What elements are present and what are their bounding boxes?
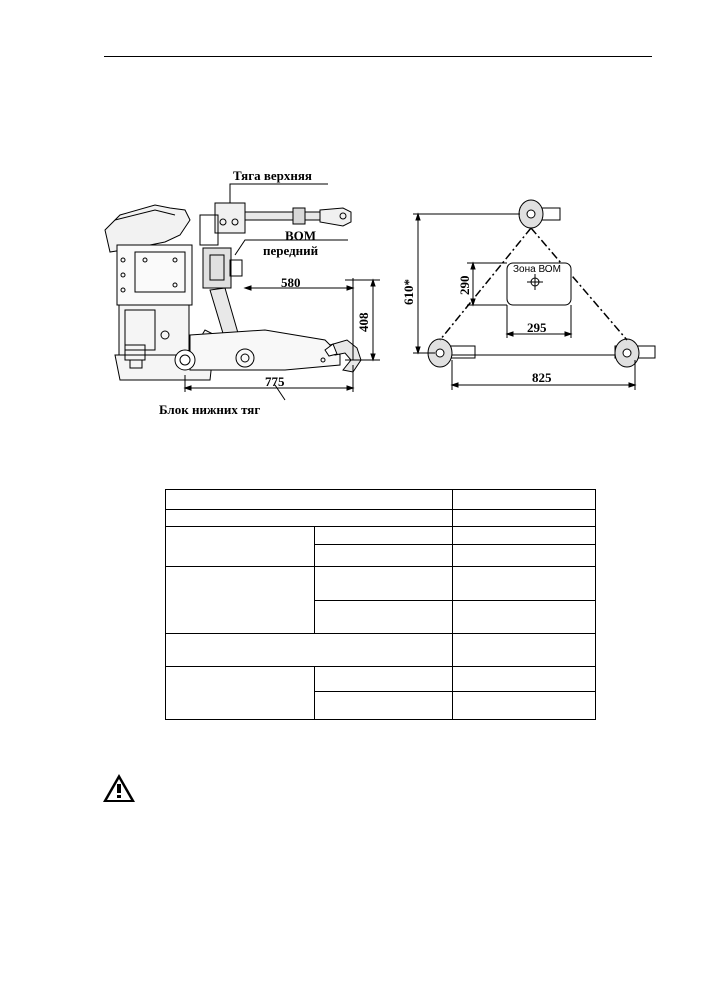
table-cell [452,544,596,567]
table-cell [314,666,453,692]
table-cell [314,691,453,720]
dim-295: 295 [527,320,547,335]
table-cell [452,666,596,692]
table-cell [452,691,596,720]
label-pto-line2: передний [263,243,319,258]
table-cell [314,566,453,601]
table-cell [452,489,596,510]
table-cell [165,489,453,510]
table-cell [452,633,596,667]
dim-825: 825 [532,370,552,385]
table-cell [314,544,453,567]
table-cell [165,566,315,634]
dim-580: 580 [281,275,301,290]
label-pto-line1: ВОМ [285,228,316,243]
table-cell [452,509,596,527]
label-top-link: Тяга верхняя [233,168,312,183]
table-cell [452,566,596,601]
warning-triangle-icon [102,773,136,808]
spec-table [165,489,596,720]
side-view-drawing [104,183,380,401]
dim-408: 408 [356,312,371,332]
triangle-view-drawing [413,199,656,390]
hitch-drawings: Тяга верхняя ВОМ передний Блок нижних тя… [104,168,656,417]
table-cell [165,526,315,567]
table-cell [452,600,596,634]
header-rule [104,56,652,57]
dim-290: 290 [457,276,472,296]
table-cell [314,600,453,634]
table-cell [165,509,453,527]
table-cell [452,526,596,545]
dim-610: 610* [401,279,416,305]
front-hitch-figure: Тяга верхняя ВОМ передний Блок нижних тя… [95,160,675,430]
dim-775: 775 [265,374,285,389]
label-lower-links: Блок нижних тяг [159,402,260,417]
table-cell [165,633,453,667]
pto-zone-label: Зона ВОМ [513,264,561,275]
table-cell [165,666,315,720]
table-cell [314,526,453,545]
